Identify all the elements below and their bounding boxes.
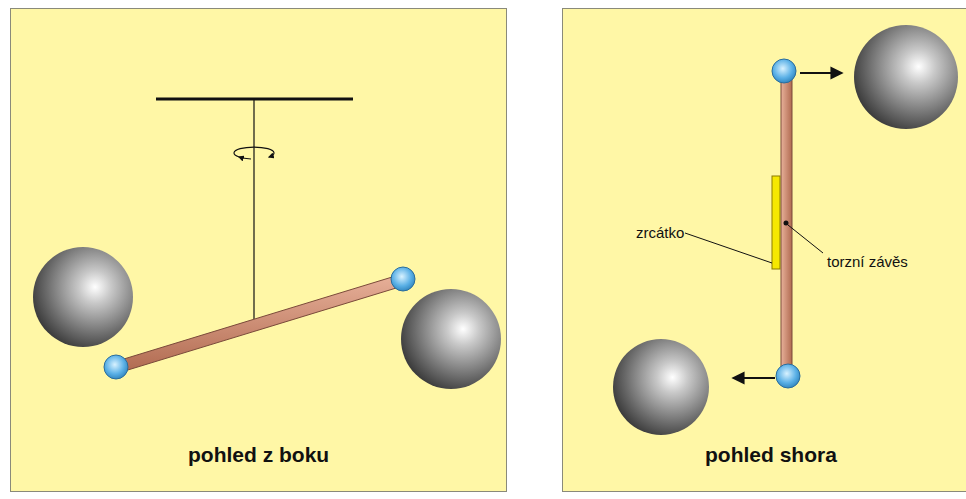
- side-view-panel: pohled z boku: [10, 8, 507, 492]
- mirror-label: zrcátko: [636, 224, 684, 241]
- balance-illustration: [563, 9, 966, 492]
- view-caption: pohled shora: [705, 443, 837, 467]
- top-view-panel: pohled shora zrcátko torzní závěs: [562, 8, 966, 492]
- balance-illustration: [11, 9, 507, 492]
- suspension-label: torzní závěs: [827, 253, 908, 270]
- view-caption: pohled z boku: [188, 443, 329, 467]
